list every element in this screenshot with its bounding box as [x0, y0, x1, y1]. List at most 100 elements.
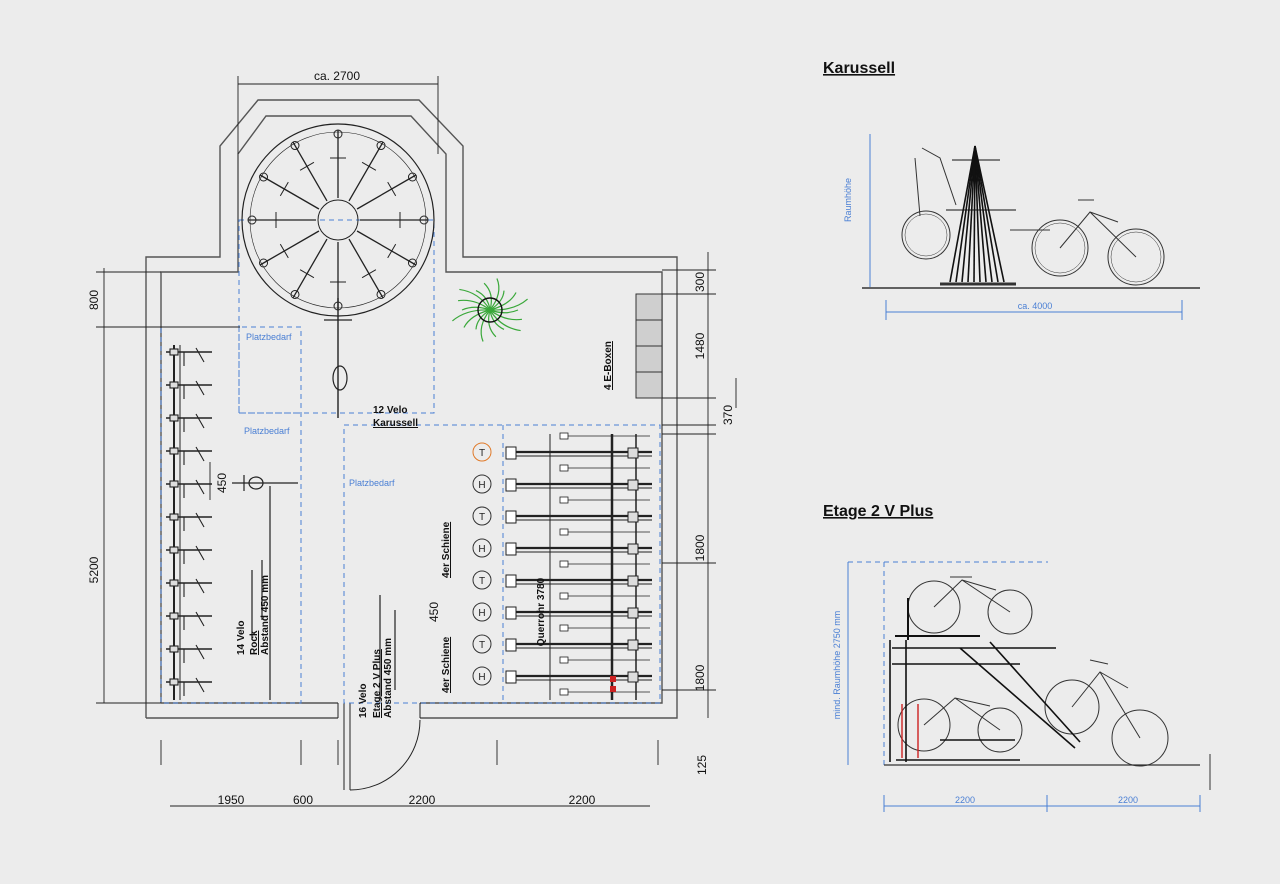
dim-top-width: ca. 2700 [314, 69, 360, 83]
etage-rack-post [627, 479, 639, 491]
etage-upper-clip [559, 656, 569, 664]
karussell-wheel [290, 141, 300, 151]
rail-position-circle [472, 570, 492, 590]
rock-rack-clamp [169, 678, 179, 686]
dim-rail-gap: 450 [427, 602, 441, 622]
rock-rack-clamp [169, 447, 179, 455]
karussell-wheel [333, 129, 343, 139]
rail-position-circle [472, 634, 492, 654]
dim-left-upper: 800 [87, 290, 101, 310]
etage-detail-title: Etage 2 V Plus [823, 503, 933, 520]
karussell-wheel [407, 258, 417, 268]
rail-position-glyph: T [479, 448, 485, 459]
etage-rack-handle [505, 478, 517, 492]
plant-icon [452, 278, 528, 342]
karussell-plan [241, 123, 435, 418]
karussell-core-arm [961, 145, 976, 283]
rock-rack-hook [183, 380, 205, 399]
dim-right-small: 370 [721, 405, 735, 425]
dimension-lines [96, 76, 737, 807]
karussell-spoke [292, 238, 328, 299]
etage-upper-clip [559, 624, 569, 632]
karussell-wheel [376, 289, 386, 299]
plant-leaf [489, 290, 505, 311]
etage-rack-handle [505, 574, 517, 588]
karussell-core-arm [974, 145, 987, 283]
rock-rack-hook [183, 578, 205, 597]
dim-bottom-1: 1950 [218, 793, 245, 807]
rock-rack-clamp [169, 348, 179, 356]
etage-elevation [847, 561, 1211, 790]
etage-rack-handle [505, 542, 517, 556]
rock-rack-hook [183, 644, 205, 663]
rail-position-circle [472, 602, 492, 622]
karussell-width-label: ca. 4000 [1018, 301, 1053, 311]
rail-position-circle [472, 506, 492, 526]
dim-bottom-2: 600 [293, 793, 313, 807]
plant-leaf [489, 292, 517, 311]
dim-right-mid: 1800 [693, 534, 707, 561]
etage-upper-clip [559, 560, 569, 568]
building-walls [145, 99, 678, 719]
rock-rack-hook [183, 446, 205, 465]
dim-right-bottom: 125 [695, 755, 709, 775]
rail-position-circle [472, 474, 492, 494]
etage-rack-post [627, 511, 639, 523]
karussell-wheel [419, 215, 429, 225]
karussell-spoke [356, 174, 417, 210]
rock-rack-hook [183, 413, 205, 432]
karussell-spoke [259, 230, 320, 266]
rock-rack-clamp [169, 645, 179, 653]
karussell-spoke [348, 238, 384, 299]
rail-label-top: 4er Schiene [441, 521, 452, 578]
karussell-count-label: 12 Velo [373, 405, 407, 416]
rock-rack-hook [183, 512, 205, 531]
karussell-elevation [862, 134, 1200, 289]
rock-rack-clamp [169, 612, 179, 620]
rock-rack-clamp [169, 480, 179, 488]
plant-leaf [475, 309, 491, 330]
karussell-wheel [259, 258, 269, 268]
etage-rack-post [627, 639, 639, 651]
rail-label-bottom: 4er Schiene [441, 636, 452, 693]
etage-rack-post [627, 671, 639, 683]
rock-rack-hook [183, 479, 205, 498]
plant-leaf [480, 309, 491, 342]
etage-upper-clip [559, 464, 569, 472]
rail-position-circle [472, 538, 492, 558]
rock-rack-hook [183, 545, 205, 564]
karussell-handlebar [361, 161, 377, 171]
plant-leaf [489, 309, 519, 314]
karussell-core-arm [974, 145, 981, 283]
karussell-core-arm [974, 145, 993, 283]
plant-leaf [461, 306, 491, 311]
etage-rack-post [627, 607, 639, 619]
dim-querrohr: Querrohr 3780 [536, 577, 547, 646]
karussell-core-arm [974, 145, 999, 283]
karussell-core-arm [974, 145, 1005, 283]
karussell-wheel [259, 172, 269, 182]
rail-position-glyph: H [478, 544, 485, 555]
rock-rack-clamp [169, 513, 179, 521]
etage-upper-clip [559, 432, 569, 440]
plant-leaf [488, 309, 497, 338]
rock-rack-clamp [169, 579, 179, 587]
zone-label-platzbedarf: Platzbedarf [246, 332, 292, 342]
karussell-handlebar [279, 181, 289, 197]
karussell-core-arm [949, 145, 976, 283]
karussell-width-dim [885, 300, 1183, 320]
rock-rack-clamp [169, 381, 179, 389]
karussell-handlebar [299, 161, 315, 171]
etage-upper-clip [559, 496, 569, 504]
dim-bottom-4: 2200 [569, 793, 596, 807]
rail-position-circle [472, 666, 492, 686]
dim-right-top: 300 [693, 272, 707, 292]
rail-position-glyph: H [478, 480, 485, 491]
plant-leaf [457, 299, 491, 311]
bike-top-view [232, 475, 396, 700]
rock-rack-hook [183, 347, 205, 366]
plant-leaf [489, 309, 523, 321]
karussell-core-arm [955, 145, 976, 283]
